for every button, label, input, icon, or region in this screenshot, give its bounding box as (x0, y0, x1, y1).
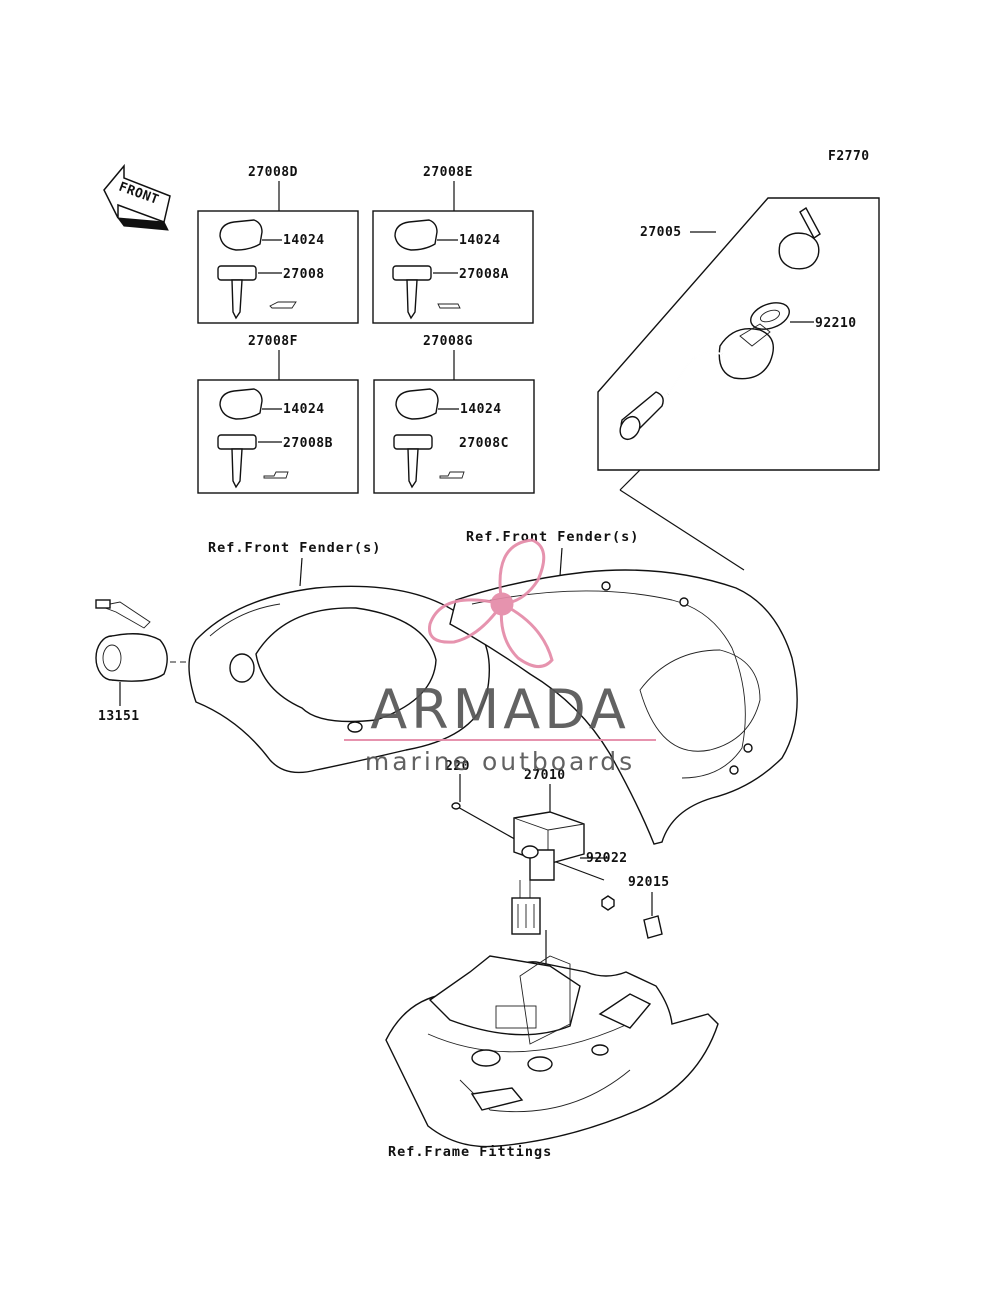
key-cut-pattern-icon (437, 303, 461, 309)
key-blade-icon (231, 448, 243, 489)
key-blade-icon (407, 448, 419, 489)
propeller-logo-icon (428, 538, 554, 668)
key-cut-pattern-icon (439, 471, 465, 479)
key-cap-part-number: 14024 (283, 233, 325, 248)
key-set-27008g: 27008G 14024 27008C (373, 334, 535, 494)
key-cap-icon (219, 388, 263, 420)
key-cap-icon (395, 388, 439, 420)
nut-part-number: 92022 (586, 851, 628, 866)
key-blade-icon (231, 279, 243, 320)
ref-frame-fittings: Ref.Frame Fittings (388, 1144, 552, 1160)
switch-part-number: 27010 (524, 768, 566, 783)
bolt-icon (451, 802, 461, 810)
key-cap-part-number: 14024 (283, 402, 325, 417)
key-set-27008f: 27008F 14024 27008B (197, 334, 359, 494)
clip-92015: 92015 (628, 875, 670, 939)
key-cut-pattern-icon (263, 471, 289, 479)
key-head-icon (217, 434, 257, 450)
ignition-key-icon (799, 206, 821, 240)
clip-icon (643, 915, 663, 939)
key-part-number: 27008 (283, 267, 325, 282)
key-cap-icon (394, 219, 438, 251)
key-blade-icon (406, 279, 418, 320)
armada-watermark: ARMADA marine outboards (344, 538, 656, 776)
key-cut-pattern-icon (269, 301, 297, 309)
key-head-icon (393, 434, 433, 450)
front-arrow-icon: FRONT (103, 163, 171, 231)
switch-body-icon (718, 328, 774, 380)
key-set-27008d: 27008D 14024 27008 (197, 165, 359, 324)
ignition-switch-assembly: 27005 92210 (597, 197, 880, 571)
ref-front-fender-right: Ref.Front Fender(s) (466, 529, 639, 545)
bolt-part-number: 220 (445, 759, 470, 774)
watermark-brand: ARMADA (370, 678, 630, 741)
ignition-cap-icon (778, 232, 820, 270)
front-fender-right: Ref.Front Fender(s) (449, 529, 798, 845)
key-set-label: 27008E (423, 165, 473, 180)
nut-92022: 92022 (586, 851, 628, 911)
plug-part-number: 13151 (98, 709, 140, 724)
clip-part-number: 92015 (628, 875, 670, 890)
key-part-number: 27008A (459, 267, 509, 282)
bolt-220: 220 (445, 759, 521, 843)
ref-front-fender-left: Ref.Front Fender(s) (208, 540, 381, 556)
key-cap-part-number: 14024 (459, 233, 501, 248)
assembly-part-number: 27005 (640, 225, 682, 240)
key-part-number: 27008B (283, 436, 333, 451)
front-fender-left: Ref.Front Fender(s) (188, 540, 491, 774)
key-cap-icon (219, 219, 263, 251)
ring-icon (750, 302, 790, 330)
frame-fittings: Ref.Frame Fittings (385, 955, 719, 1160)
key-cap-part-number: 14024 (460, 402, 502, 417)
figure-code: F2770 (828, 149, 870, 164)
key-set-label: 27008F (248, 334, 298, 349)
ring-part-number: 92210 (815, 316, 857, 331)
key-head-icon (217, 265, 257, 281)
nut-icon (601, 895, 615, 911)
key-head-icon (392, 265, 432, 281)
key-set-27008e: 27008E 14024 27008A (372, 165, 534, 324)
key-set-label: 27008G (423, 334, 473, 349)
watermark-tagline: marine outboards (365, 747, 635, 776)
switch-27010: 27010 (511, 768, 608, 972)
key-set-label: 27008D (248, 165, 298, 180)
key-hole-icon (229, 653, 255, 683)
key-part-number: 27008C (459, 436, 509, 451)
